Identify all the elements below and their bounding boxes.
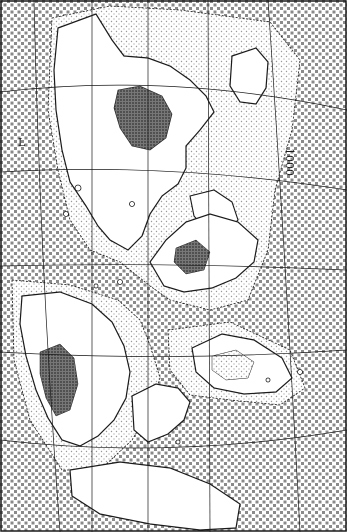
south-america (131, 383, 191, 443)
australia-interior (211, 349, 255, 381)
rocky-mountains (39, 343, 79, 417)
greenland (229, 47, 269, 105)
islands (63, 184, 303, 445)
antarctica (69, 461, 241, 531)
tibet-plateau (113, 85, 173, 151)
right-edge-label: 1000 (283, 148, 296, 176)
left-edge-label: L (18, 136, 26, 149)
